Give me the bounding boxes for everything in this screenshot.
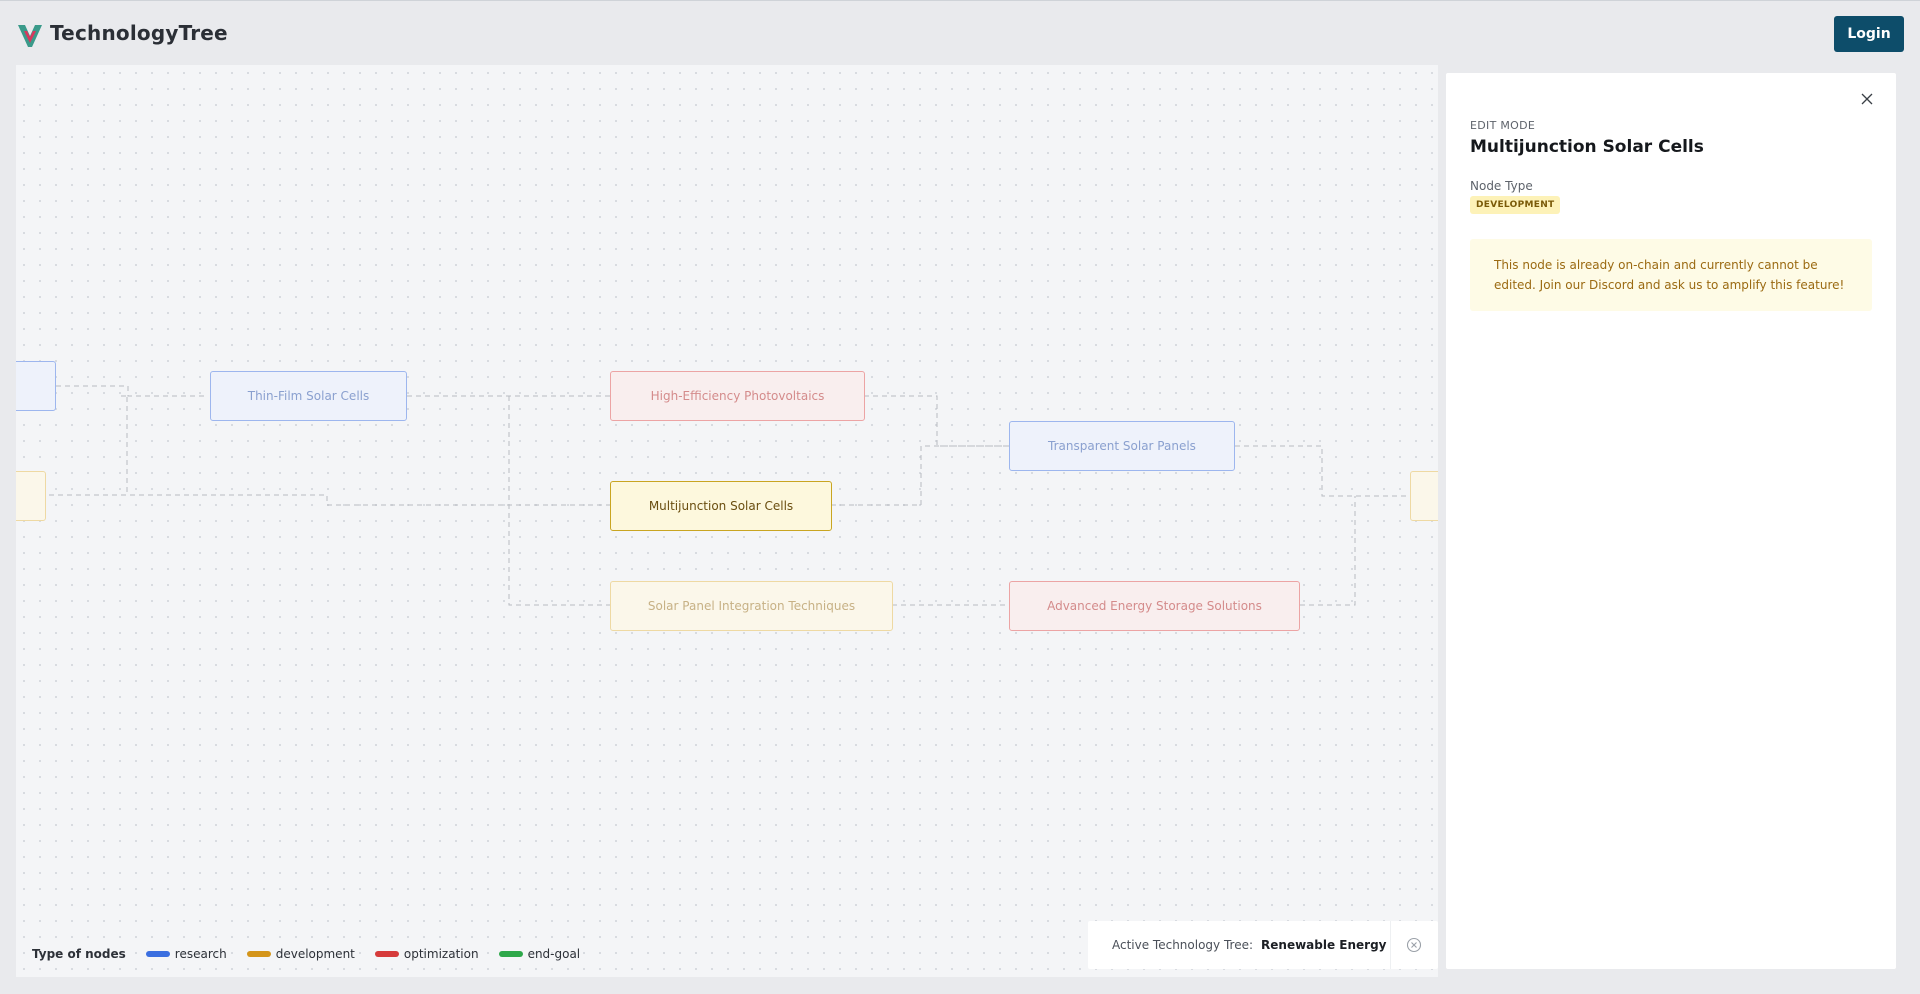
top-border — [0, 0, 1920, 1]
legend-item-development: development — [246, 947, 355, 961]
tree-canvas[interactable]: Thin-Film Solar Cells High-Efficiency Ph… — [16, 65, 1438, 977]
edge — [864, 395, 1009, 447]
node-solar-panel-integration[interactable]: Solar Panel Integration Techniques — [610, 581, 893, 631]
close-icon[interactable] — [1858, 90, 1876, 108]
node-high-efficiency-photovoltaics[interactable]: High-Efficiency Photovoltaics — [610, 371, 865, 421]
clear-tree-icon[interactable] — [1406, 937, 1422, 953]
legend-item-research: research — [145, 947, 227, 961]
node-offscreen-right-development[interactable] — [1410, 471, 1438, 521]
node-type-legend: Type of nodes research development optim… — [32, 946, 600, 962]
legend-item-end-goal: end-goal — [498, 947, 581, 961]
legend-swatch-development — [246, 951, 271, 957]
legend-label: end-goal — [527, 947, 581, 961]
legend-label: research — [174, 947, 227, 961]
edge — [1235, 445, 1409, 497]
edge — [56, 385, 205, 397]
active-tree-value[interactable]: Renewable Energy — [1261, 938, 1387, 952]
edge — [831, 445, 1009, 506]
brand-name[interactable]: TechnologyTree — [50, 21, 228, 45]
login-button[interactable]: Login — [1834, 16, 1904, 52]
legend-title: Type of nodes — [32, 947, 126, 961]
active-tree-box: Active Technology Tree: Renewable Energy — [1088, 921, 1438, 969]
legend-item-optimization: optimization — [374, 947, 479, 961]
legend-swatch-end-goal — [498, 951, 523, 957]
node-transparent-solar-panels[interactable]: Transparent Solar Panels — [1009, 421, 1235, 471]
legend-label: development — [275, 947, 355, 961]
node-offscreen-left-development[interactable] — [16, 471, 46, 521]
legend-swatch-research — [145, 951, 170, 957]
logo-icon — [18, 25, 42, 47]
panel-title: Multijunction Solar Cells — [1470, 137, 1704, 157]
node-type-badge: DEVELOPMENT — [1470, 196, 1561, 214]
edge — [508, 396, 611, 606]
edges-layer — [40, 385, 1409, 606]
node-offscreen-left-research[interactable] — [16, 361, 56, 411]
edge — [1300, 496, 1356, 606]
node-thin-film-solar-cells[interactable]: Thin-Film Solar Cells — [210, 371, 407, 421]
legend-label: optimization — [403, 947, 479, 961]
node-detail-panel: EDIT MODE Multijunction Solar Cells Node… — [1446, 73, 1896, 969]
node-type-label: Node Type — [1470, 179, 1533, 193]
divider — [1390, 921, 1391, 969]
node-advanced-energy-storage[interactable]: Advanced Energy Storage Solutions — [1009, 581, 1300, 631]
on-chain-notice: This node is already on-chain and curren… — [1470, 239, 1872, 311]
active-tree-label: Active Technology Tree: — [1112, 938, 1254, 952]
node-multijunction-solar-cells[interactable]: Multijunction Solar Cells — [610, 481, 832, 531]
edge — [40, 494, 611, 506]
legend-swatch-optimization — [374, 951, 399, 957]
app-header: TechnologyTree Login — [0, 1, 1920, 65]
edit-mode-label: EDIT MODE — [1470, 119, 1536, 132]
